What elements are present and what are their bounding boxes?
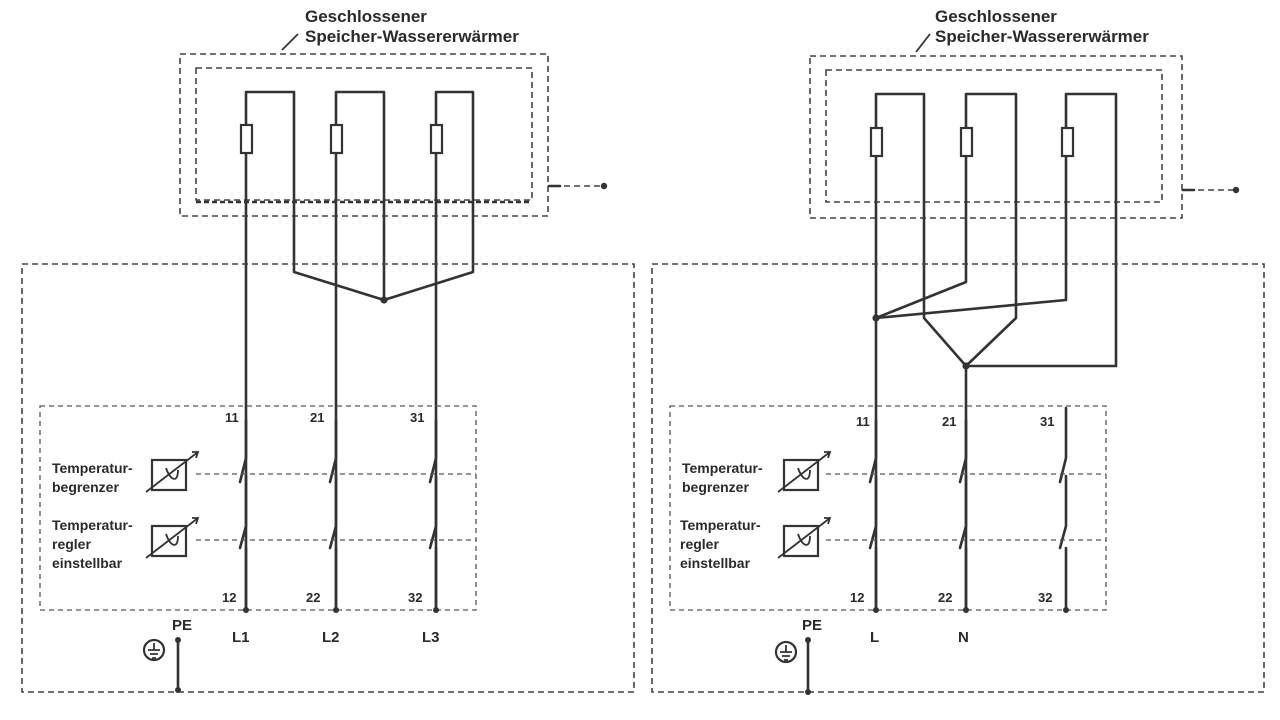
left-heater-inner-frame (195, 67, 533, 201)
left-terminal-dot-2 (333, 607, 339, 613)
right-terminal-top-3: 31 (1040, 414, 1054, 429)
right-terminal-bottom-1: 12 (850, 590, 864, 605)
right-heater-outer-frame (809, 55, 1183, 219)
left-enclosure-frame (21, 263, 635, 693)
right-switch-outputs (874, 546, 1068, 612)
left-diagram: Geschlossener Speicher-Wassererwärmer (21, 7, 635, 693)
right-title-line2: Speicher-Wassererwärmer (935, 27, 1149, 46)
left-title-leader (281, 33, 299, 51)
left-regulator-label-2: regler (52, 536, 91, 552)
left-pe-dot-top (175, 637, 181, 643)
left-limiter-label-1: Temperatur- (52, 460, 133, 476)
right-limiter-label-1: Temperatur- (682, 460, 763, 476)
right-element-loops-1-2 (874, 92, 1018, 612)
left-terminal-dot-3 (433, 607, 439, 613)
left-limiter-label-2: begrenzer (52, 479, 119, 495)
left-heater-outer-frame (179, 53, 549, 217)
right-terminal-top-1: 11 (856, 414, 870, 429)
right-limiter-label-2: begrenzer (682, 479, 749, 495)
left-phase-2: L2 (322, 629, 340, 646)
left-terminal-bottom-2: 22 (306, 590, 320, 605)
right-pe-label: PE (802, 617, 822, 634)
left-star-point (380, 296, 388, 304)
right-switch-n (958, 418, 968, 550)
right-regulator-symbol (777, 517, 832, 559)
right-junction-l (872, 314, 880, 322)
right-housing-pe-dot (1232, 186, 1240, 194)
right-switch-l (868, 418, 878, 550)
left-regulator-label-3: einstellbar (52, 555, 123, 571)
right-switch-spare (1058, 406, 1068, 550)
left-regulator-symbol (145, 517, 200, 559)
right-title-line1: Geschlossener (935, 7, 1057, 26)
right-resistor-1 (869, 126, 884, 158)
left-pe-label: PE (172, 617, 192, 634)
right-enclosure-frame (651, 263, 1265, 693)
right-resistor-2 (959, 126, 974, 158)
left-thermostat-frame (39, 405, 477, 611)
right-terminal-dot-2 (963, 607, 969, 613)
right-pe-dot-top (805, 637, 811, 643)
right-heater-inner-frame (825, 69, 1163, 203)
right-regulator-label-2: regler (680, 536, 719, 552)
right-phase-l: L (870, 629, 879, 646)
left-switch-l2 (328, 418, 338, 550)
left-terminal-top-3: 31 (410, 410, 424, 425)
left-element-loop-3 (244, 90, 475, 612)
right-junction-n (962, 362, 970, 370)
left-element-loop-2 (334, 90, 386, 612)
left-resistor-1 (239, 123, 254, 155)
right-switches (868, 406, 1068, 612)
left-switch-l1 (238, 418, 248, 550)
left-switch-outputs (244, 546, 438, 612)
right-title-leader (915, 33, 931, 53)
left-resistor-3 (429, 123, 444, 155)
left-terminal-bottom-1: 12 (222, 590, 236, 605)
right-regulator-label-1: Temperatur- (680, 517, 761, 533)
left-resistor-2 (329, 123, 344, 155)
right-thermostat-frame (669, 405, 1107, 611)
left-phase-3: L3 (422, 629, 440, 646)
left-title-line1: Geschlossener (305, 7, 427, 26)
left-phase-1: L1 (232, 629, 250, 646)
right-terminal-top-2: 21 (942, 414, 956, 429)
right-terminal-dot-3 (1063, 607, 1069, 613)
left-title-line2: Speicher-Wassererwärmer (305, 27, 519, 46)
right-regulator-label-3: einstellbar (680, 555, 751, 571)
right-terminal-dot-1 (873, 607, 879, 613)
left-terminal-dot-1 (243, 607, 249, 613)
right-resistor-3 (1060, 126, 1075, 158)
left-limiter-symbol (145, 451, 200, 493)
left-regulator-label-1: Temperatur- (52, 517, 133, 533)
left-switch-l3 (428, 418, 438, 550)
right-diagram: Geschlossener Speicher-Wassererwärmer (651, 7, 1265, 695)
left-switches (238, 418, 438, 612)
right-phase-n: N (958, 629, 969, 646)
right-element-loop-3 (874, 92, 1118, 612)
right-pe-dot-bottom (805, 689, 811, 695)
left-terminal-top-2: 21 (310, 410, 324, 425)
left-terminal-top-1: 11 (225, 410, 239, 425)
left-housing-pe-dot (600, 182, 608, 190)
right-limiter-symbol (777, 451, 832, 493)
left-pe-dot-bottom (175, 687, 181, 693)
right-terminal-bottom-3: 32 (1038, 590, 1052, 605)
right-terminal-bottom-2: 22 (938, 590, 952, 605)
left-terminal-bottom-3: 32 (408, 590, 422, 605)
